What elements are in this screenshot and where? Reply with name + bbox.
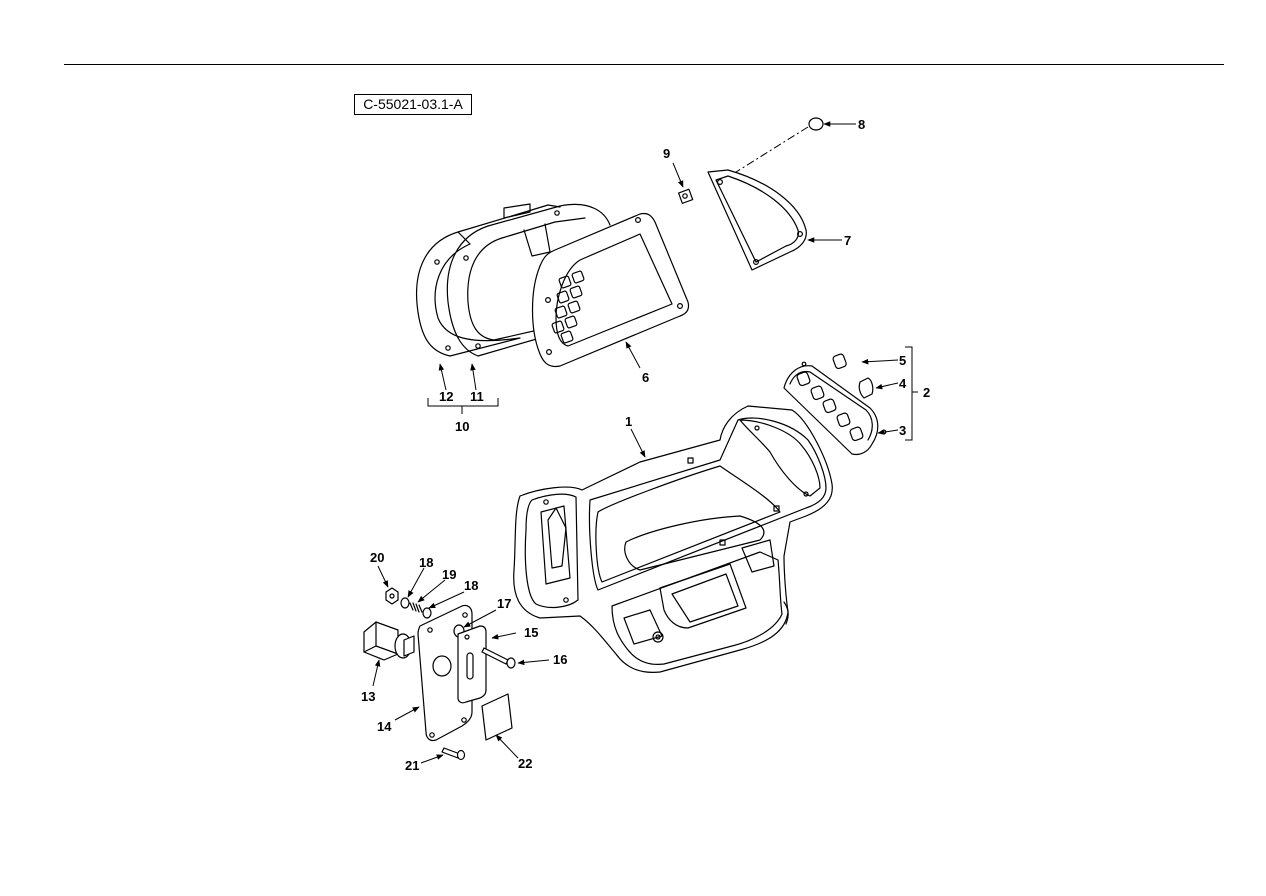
callout-13: 13 (361, 689, 375, 704)
callout-12: 12 (439, 389, 453, 404)
callout-17: 17 (497, 596, 511, 611)
callout-7: 7 (844, 233, 851, 248)
part-15-bracket (457, 625, 487, 704)
callout-19: 19 (442, 567, 456, 582)
part-16-bolt (481, 647, 516, 669)
part-22-label (481, 693, 513, 741)
callout-10: 10 (455, 419, 469, 434)
callout-8: 8 (858, 117, 865, 132)
part-9-nut (677, 188, 694, 204)
header-rule (64, 64, 1224, 65)
assembly-2-bracket (905, 346, 918, 441)
callout-5: 5 (899, 353, 906, 368)
callout-labels: 1 2 3 4 5 6 7 8 9 10 11 12 13 14 15 16 1… (361, 117, 930, 773)
part-19-spring (409, 602, 423, 613)
part-20-nut (385, 587, 399, 605)
part-4-key (858, 377, 874, 399)
callout-22: 22 (518, 756, 532, 771)
callout-14: 14 (377, 719, 392, 734)
part-5-key (832, 353, 847, 370)
part-18-washer-a (400, 597, 410, 609)
callout-2: 2 (923, 385, 930, 400)
leader-lines (372, 121, 899, 764)
callout-6: 6 (642, 370, 649, 385)
part-13-switch (363, 621, 415, 661)
callout-18-lower: 18 (464, 578, 478, 593)
part-18-washer-b (422, 607, 432, 619)
part-6-bezel (531, 212, 690, 368)
callout-1: 1 (625, 414, 632, 429)
callout-21: 21 (405, 758, 419, 773)
callout-4: 4 (899, 376, 907, 391)
part-1-housing (513, 405, 833, 673)
figure-id-label: C-55021-03.1-A (354, 94, 472, 115)
part-8-screw (735, 117, 824, 173)
part-3-switch-panel (783, 361, 887, 456)
callout-20: 20 (370, 550, 384, 565)
callout-15: 15 (524, 625, 538, 640)
callout-9: 9 (663, 146, 670, 161)
callout-16: 16 (553, 652, 567, 667)
assembly-10-bracket (427, 398, 499, 414)
part-12-gasket (416, 204, 561, 357)
part-21-screw (441, 747, 466, 761)
callout-3: 3 (899, 423, 906, 438)
part-11-gasket (446, 203, 611, 357)
part-7-cover-plate (707, 169, 807, 271)
callout-18-upper: 18 (419, 555, 433, 570)
callout-11: 11 (470, 389, 484, 404)
